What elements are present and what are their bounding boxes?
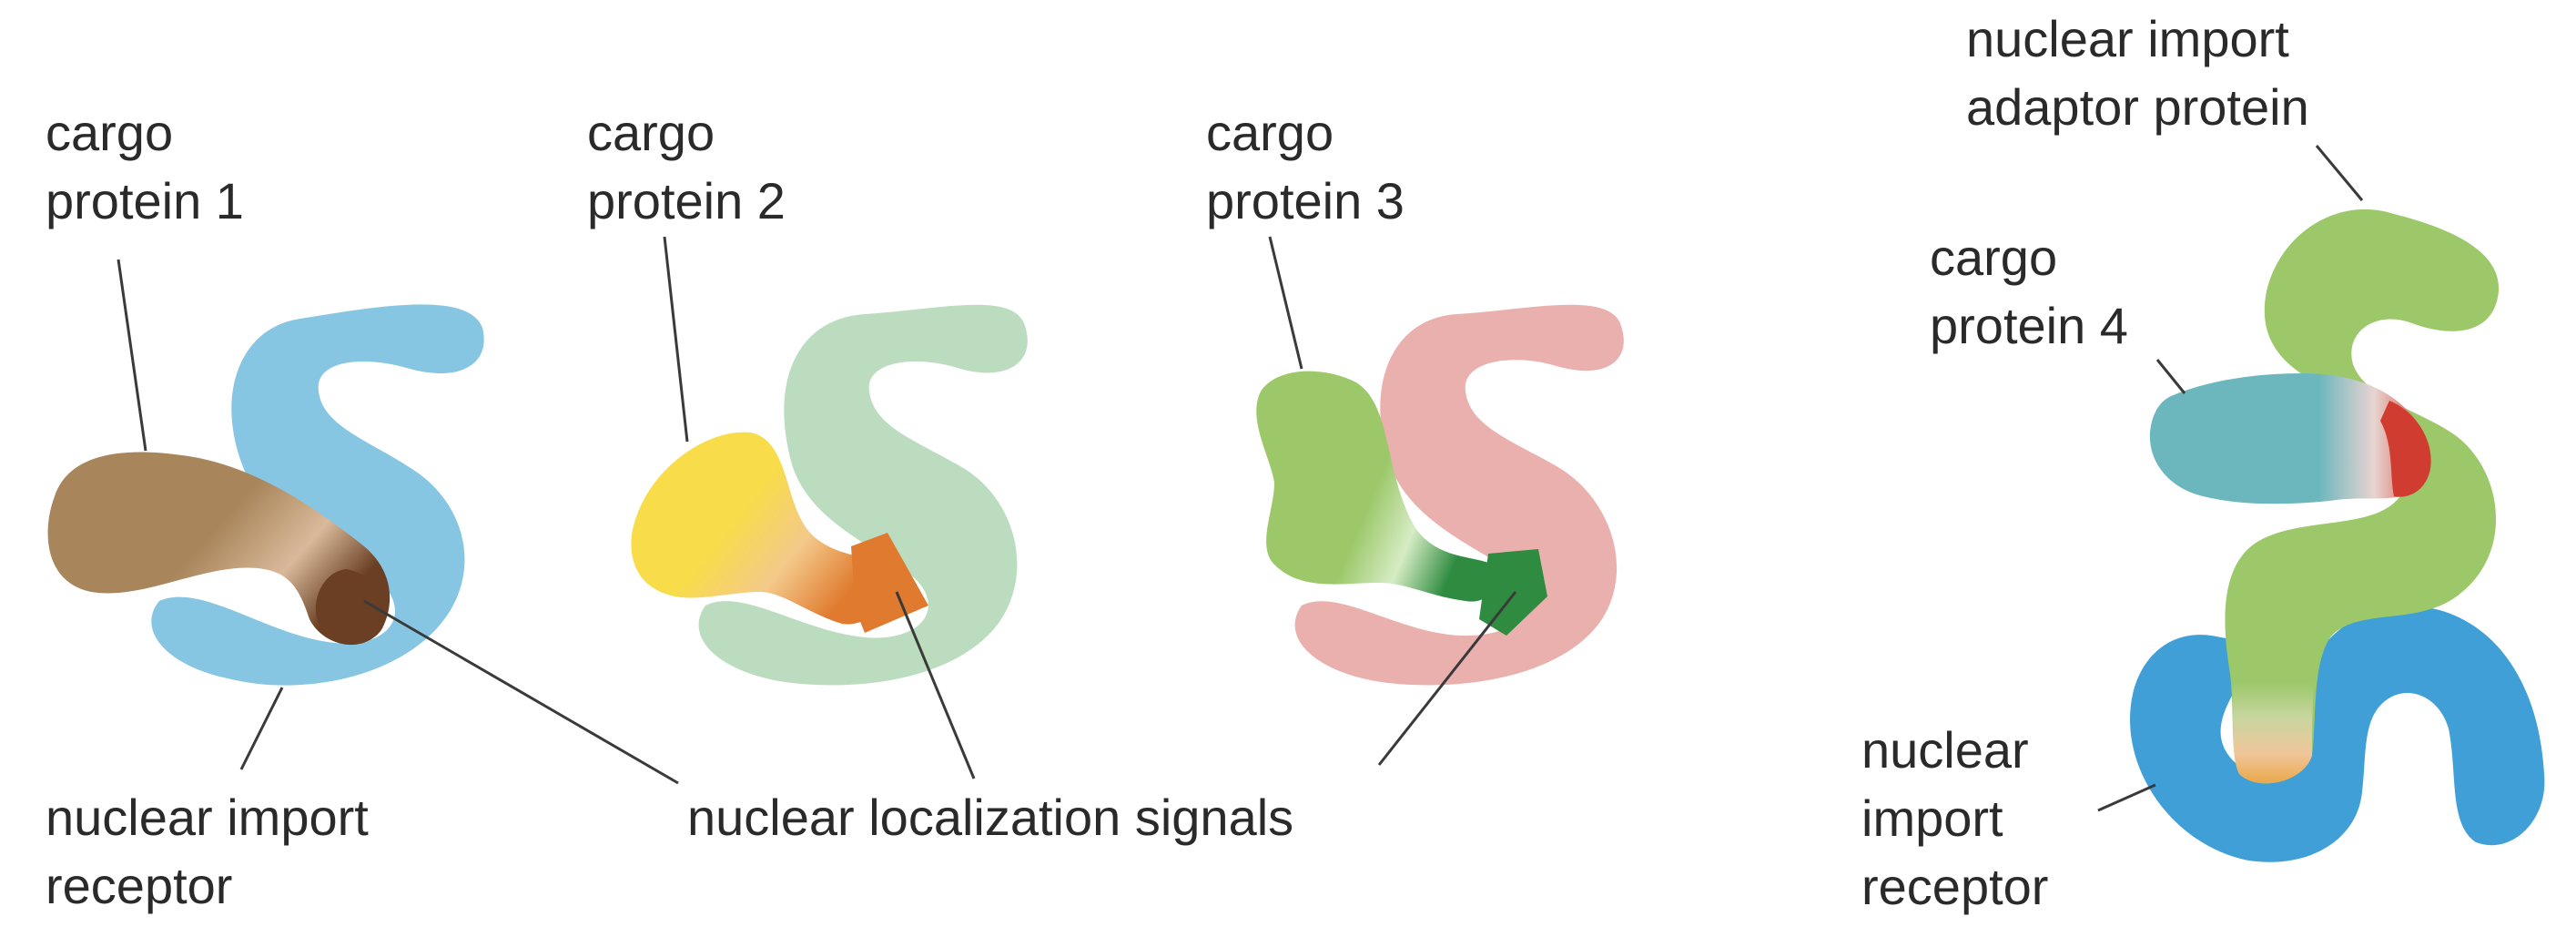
leader-nls-3 [1377, 591, 1517, 766]
leader-cargo1 [117, 259, 147, 452]
nuclear-import-receptor-right-shape [2130, 606, 2545, 862]
panel-1 [47, 304, 484, 686]
adaptor-protein-label: nuclear import adaptor protein [1966, 10, 2309, 136]
cargo-protein-4-shape [2149, 373, 2431, 504]
nuclear-import-receptor-shape [151, 304, 484, 686]
labels: cargo protein 1 cargo protein 2 cargo pr… [46, 10, 2309, 915]
cargo-protein-4-label: cargo protein 4 [1930, 229, 2128, 354]
leader-cargo3 [1268, 236, 1303, 370]
adaptor-tip-nls [2232, 683, 2314, 784]
panel-4 [2130, 209, 2545, 862]
leader-adaptor [2315, 145, 2364, 201]
cargo-protein-1-label: cargo protein 1 [46, 104, 244, 229]
cargo-protein-2-shape [631, 432, 886, 625]
leader-receptor-left [239, 687, 284, 770]
leader-nls-2 [895, 591, 976, 779]
nls-1 [315, 569, 385, 644]
panel-2 [631, 304, 1028, 686]
nls-2 [851, 533, 928, 633]
leader-cargo4 [2155, 359, 2186, 394]
cargo-protein-3-label: cargo protein 3 [1206, 104, 1405, 229]
leader-lines [117, 145, 2364, 812]
nls-3 [1479, 549, 1547, 636]
nuclear-import-receptor-left-label: nuclear import receptor [46, 789, 382, 914]
cargo-protein-3-shape [1256, 371, 1498, 602]
adaptor-protein-shape [2225, 209, 2500, 784]
panel-3 [1256, 304, 1624, 686]
nuclear-import-receptor-right-label: nuclear import receptor [1861, 721, 2048, 915]
nuclear-localization-signals-label: nuclear localization signals [687, 789, 1293, 846]
cargo-protein-1-shape [47, 452, 390, 646]
nls-4 [2380, 401, 2431, 497]
leader-receptor-right [2097, 783, 2156, 812]
cargo-protein-2-label: cargo protein 2 [587, 104, 786, 229]
leader-nls-1 [363, 599, 679, 785]
leader-cargo2 [663, 236, 689, 443]
receptor-2-shape [698, 304, 1028, 686]
